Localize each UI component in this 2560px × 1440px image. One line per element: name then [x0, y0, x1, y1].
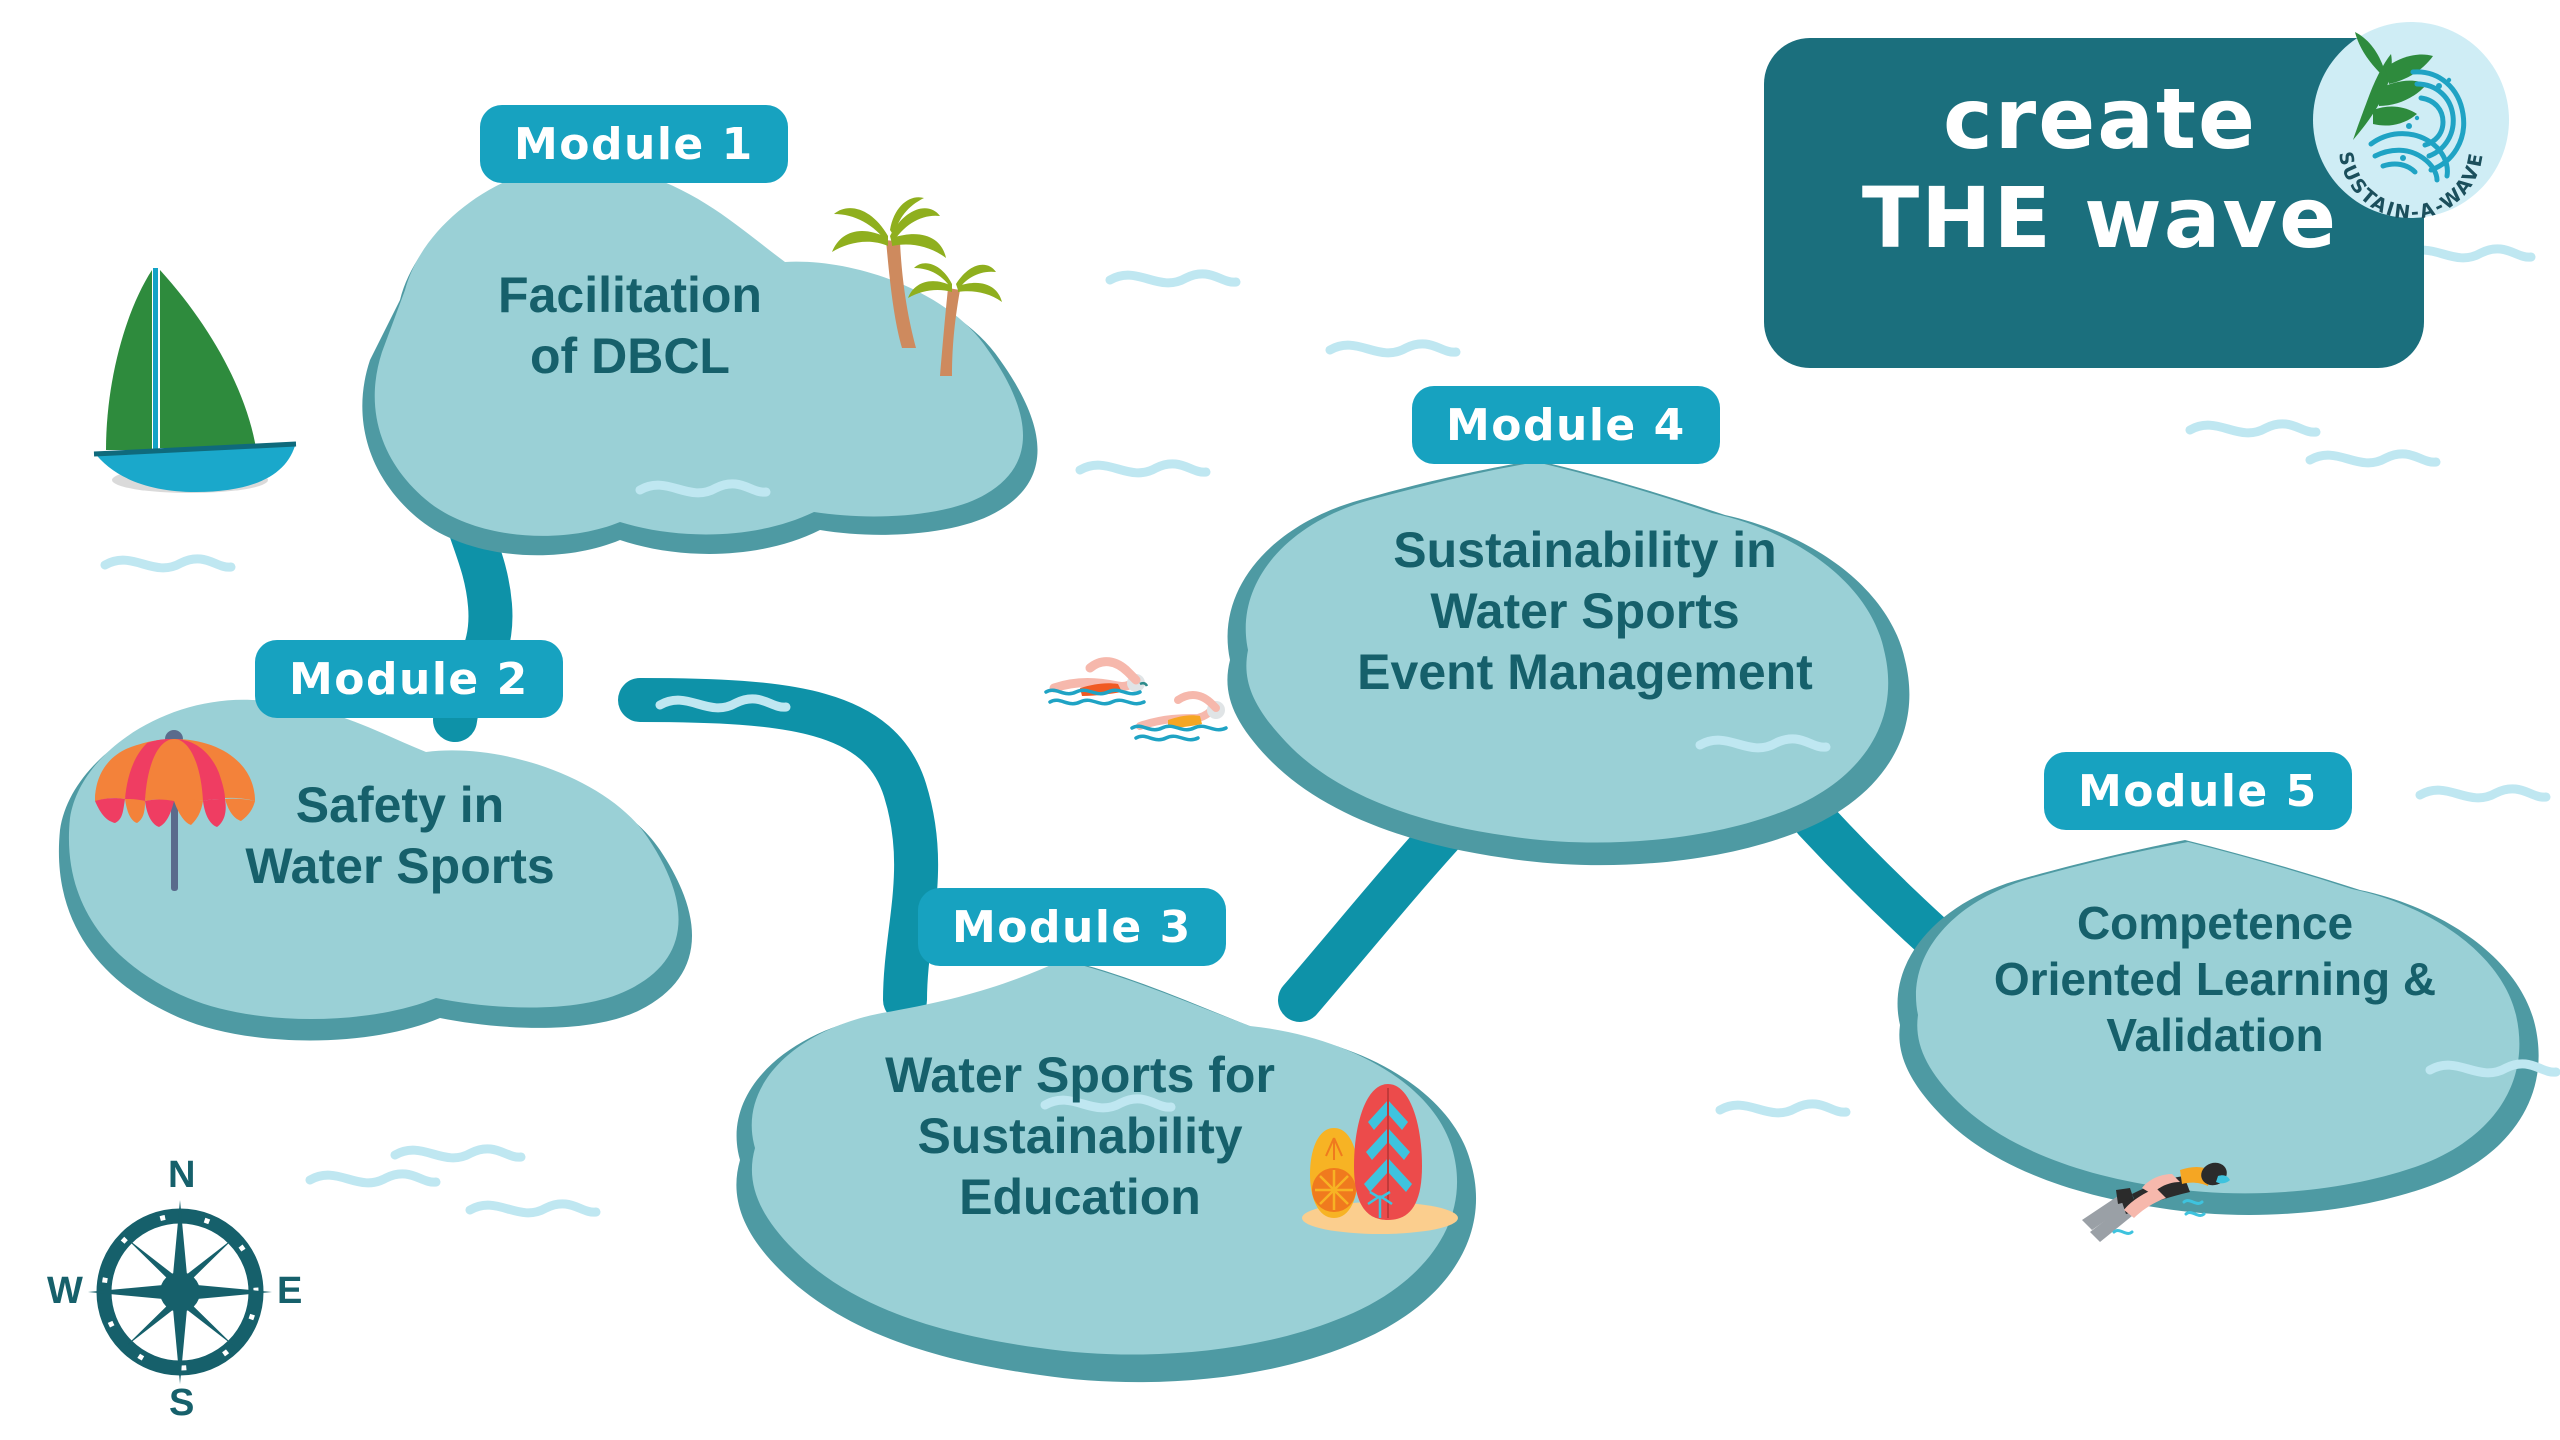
- sailboat-icon: [93, 268, 297, 493]
- wave-mark: [1325, 339, 1461, 358]
- wave-mark: [635, 479, 771, 498]
- island-module-4: [1227, 460, 1910, 866]
- brand-badge: SUSTAIN-A-WAVE: [2313, 22, 2509, 218]
- island-4-fill: [1245, 462, 1889, 843]
- module-chip-2-label: Module 2: [289, 653, 529, 705]
- wave-mark: [100, 554, 236, 573]
- module-chip-3-label: Module 3: [952, 901, 1192, 953]
- module-chip-4[interactable]: Module 4: [1412, 386, 1720, 464]
- module-chip-3[interactable]: Module 3: [918, 888, 1226, 966]
- svg-text:SUSTAIN-A-WAVE: SUSTAIN-A-WAVE: [2334, 150, 2488, 218]
- wave-mark: [2185, 419, 2321, 438]
- compass-north-label: N: [168, 1154, 196, 1196]
- compass-west-label: W: [47, 1270, 83, 1312]
- wave-mark: [1695, 734, 1831, 753]
- module-chip-5[interactable]: Module 5: [2044, 752, 2352, 830]
- island-module-3: [736, 960, 1477, 1383]
- wave-mark: [305, 1169, 441, 1188]
- wave-logo-icon: [2368, 69, 2467, 183]
- wave-mark: [390, 1144, 526, 1163]
- island-module-5: [1897, 840, 2539, 1215]
- compass-rose-icon: [88, 1200, 272, 1384]
- compass-south-label: S: [169, 1382, 195, 1424]
- brand-logo-icon: SUSTAIN-A-WAVE: [2334, 32, 2488, 218]
- brand-badge-text: SUSTAIN-A-WAVE: [2334, 150, 2486, 218]
- surfboard-red: [1354, 1084, 1422, 1220]
- swimmer-back: [1130, 691, 1228, 742]
- wave-mark: [1075, 459, 1211, 478]
- module-title-1: Facilitation of DBCL: [498, 267, 762, 384]
- wave-mark: [2415, 784, 2551, 803]
- path-m2-to-m3: [618, 678, 939, 1022]
- module-chip-5-label: Module 5: [2078, 765, 2318, 817]
- module-title-5: Competence Oriented Learning & Validatio…: [1993, 897, 2437, 1062]
- compass-east-label: E: [277, 1270, 303, 1312]
- swimmer-front: [1044, 657, 1149, 706]
- swimmers-icon: [1044, 657, 1228, 742]
- beach-umbrella-icon: [95, 730, 255, 891]
- wave-mark: [2400, 244, 2536, 263]
- wave-mark: [655, 694, 791, 713]
- surfboards-icon: [1302, 1084, 1458, 1234]
- wave-mark: [1105, 269, 1241, 288]
- wave-mark: [1040, 1094, 1176, 1113]
- island-5-fill: [1915, 842, 2520, 1194]
- module-chip-1[interactable]: Module 1: [480, 105, 788, 183]
- page-title: create THE wave: [1861, 70, 2339, 268]
- palm-trees-icon: [832, 197, 1002, 376]
- module-title-2: Safety in Water Sports: [245, 777, 555, 894]
- island-module-1: [362, 163, 1038, 556]
- module-chip-2[interactable]: Module 2: [255, 640, 563, 718]
- wave-mark: [1715, 1099, 1851, 1118]
- palm-tree-small: [908, 263, 1002, 376]
- compass-rose: N E S W: [47, 1154, 305, 1424]
- module-chip-4-label: Module 4: [1446, 399, 1686, 451]
- surfboard-orange: [1310, 1128, 1358, 1218]
- island-1-fill: [374, 163, 1024, 536]
- module-title-3: Water Sports for Sustainability Educatio…: [885, 1047, 1275, 1225]
- wave-mark: [2305, 449, 2441, 468]
- snorkeler-icon: [2082, 1162, 2230, 1242]
- wave-mark: [2425, 1059, 2560, 1078]
- header-banner: [1764, 38, 2424, 368]
- leaf-icon: [2353, 32, 2433, 140]
- island-3-fill: [751, 960, 1458, 1355]
- module-title-4: Sustainability in Water Sports Event Man…: [1357, 522, 1813, 700]
- palm-tree-large: [832, 197, 946, 348]
- wave-mark: [465, 1199, 601, 1218]
- module-chip-1-label: Module 1: [514, 118, 754, 170]
